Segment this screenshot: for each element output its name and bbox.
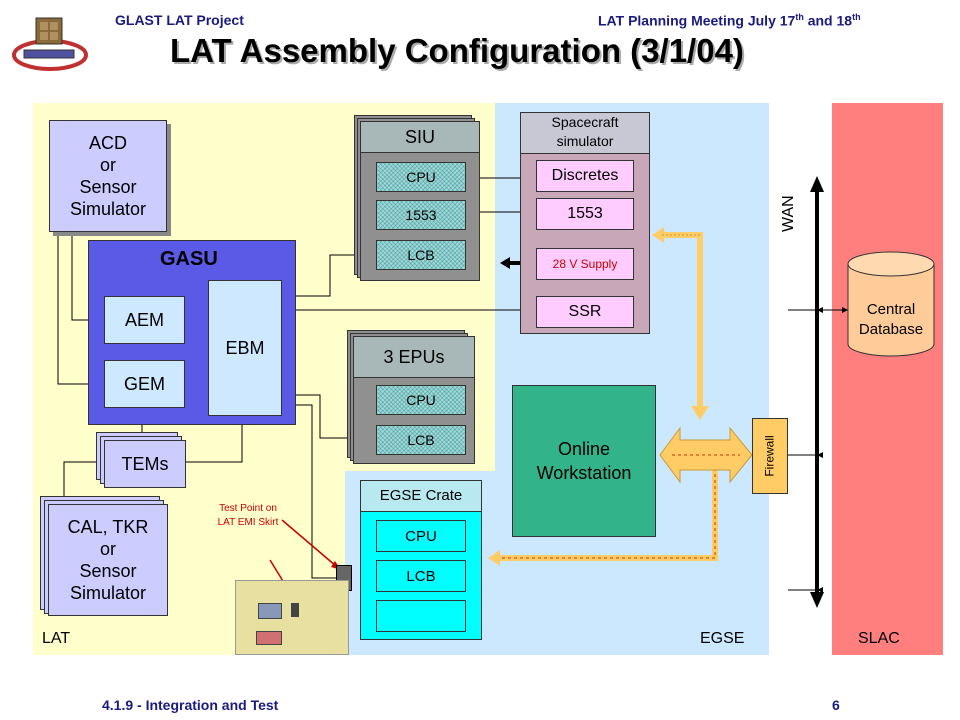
crate-empty-slot [376,600,466,632]
acd-simulator-box: ACD or Sensor Simulator [49,120,167,232]
aem-box: AEM [104,296,185,344]
online-workstation-box: Online Workstation [512,385,656,537]
meeting-name: LAT Planning Meeting July 17th and 18th [598,12,861,29]
glast-logo [12,17,88,71]
footer-section: 4.1.9 - Integration and Test [102,697,279,713]
gem-box: GEM [104,360,185,408]
epus-cpu-box: CPU [376,385,466,415]
page-title: LAT Assembly Configuration (3/1/04) [170,32,744,69]
wan-label: WAN [780,195,797,232]
tems-box: TEMs [104,440,186,488]
cal-tkr-simulator-box: CAL, TKR or Sensor Simulator [48,504,168,616]
slac-region [832,103,943,655]
supply-28v-box: 28 V Supply [536,248,634,280]
discretes-box: Discretes [536,160,634,192]
siu-1553-box: 1553 [376,200,466,230]
emi-skirt-panel [235,580,349,655]
emi-connector-blue [258,603,282,619]
crate-lcb-box: LCB [376,560,466,592]
emi-connector-dark [291,603,299,617]
ebm-box: EBM [208,280,282,416]
slac-region-label: SLAC [858,630,900,647]
crate-cpu-box: CPU [376,520,466,552]
epus-lcb-box: LCB [376,425,466,455]
egse-region-label: EGSE [700,630,745,647]
spacecraft-1553-box: 1553 [536,198,634,230]
ssr-box: SSR [536,296,634,328]
siu-cpu-box: CPU [376,162,466,192]
project-name: GLAST LAT Project [115,12,244,28]
epus-title-bar: 3 EPUs [354,337,474,378]
gasu-label: GASU [160,248,218,270]
egse-crate-title: EGSE Crate [361,481,481,512]
lat-region-label: LAT [42,630,71,647]
central-database-label: Central Database [858,301,924,338]
firewall-box: Firewall [752,418,788,494]
page-number: 6 [832,697,840,713]
central-database-cylinder [847,251,935,357]
spacecraft-title: Spacecraft simulator [521,113,649,154]
test-point-label: Test Point on LAT EMI Skirt [217,503,279,528]
emi-connector-red [256,631,282,645]
siu-title-bar: SIU [361,122,479,153]
siu-lcb-box: LCB [376,240,466,270]
